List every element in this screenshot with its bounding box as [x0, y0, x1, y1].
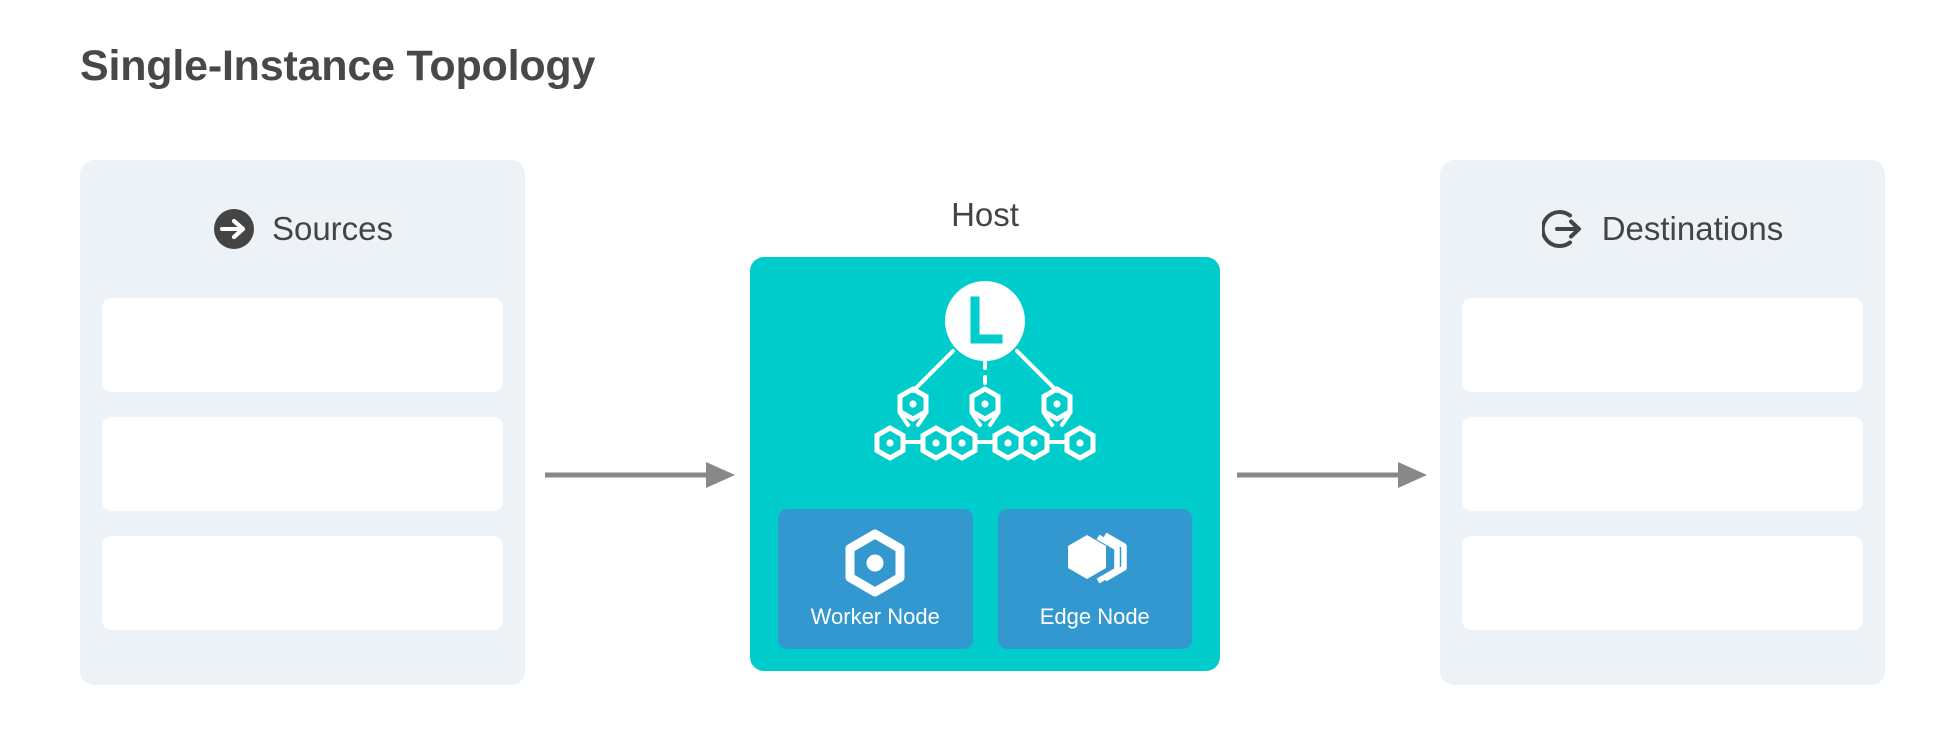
destinations-panel-label: Destinations	[1601, 210, 1784, 247]
source-card[interactable]	[102, 417, 503, 511]
host-node-row: Worker Node Edge Node	[778, 509, 1192, 649]
arrow-right-icon	[543, 455, 738, 495]
sources-panel-header: Sources	[80, 160, 525, 298]
sources-card-list	[80, 298, 525, 630]
arrow-right-icon	[1235, 455, 1430, 495]
worker-node-label: Worker Node	[810, 604, 940, 629]
edge-node-card[interactable]: Edge Node	[997, 509, 1192, 649]
sources-panel: Sources	[80, 160, 525, 685]
destination-card[interactable]	[1462, 536, 1863, 630]
host-column: Host	[750, 195, 1220, 671]
sources-panel-label: Sources	[271, 210, 394, 247]
stacked-hexagon-icon	[1060, 528, 1130, 598]
host-topology-graphic	[835, 279, 1135, 474]
arrow-into-circle-icon	[212, 207, 256, 251]
destination-card[interactable]	[1462, 298, 1863, 392]
hexagon-dot-icon	[840, 528, 910, 598]
worker-node-card[interactable]: Worker Node	[778, 509, 973, 649]
destinations-card-list	[1440, 298, 1885, 630]
host-box: Worker Node Edge Node	[750, 257, 1220, 671]
destination-card[interactable]	[1462, 417, 1863, 511]
page-title: Single-Instance Topology	[80, 42, 596, 90]
source-card[interactable]	[102, 536, 503, 630]
edge-node-label: Edge Node	[1039, 604, 1150, 629]
destinations-panel-header: Destinations	[1440, 160, 1885, 298]
sign-out-circle-icon	[1540, 207, 1586, 251]
destinations-panel: Destinations	[1440, 160, 1885, 685]
source-card[interactable]	[102, 298, 503, 392]
host-label: Host	[951, 196, 1019, 233]
